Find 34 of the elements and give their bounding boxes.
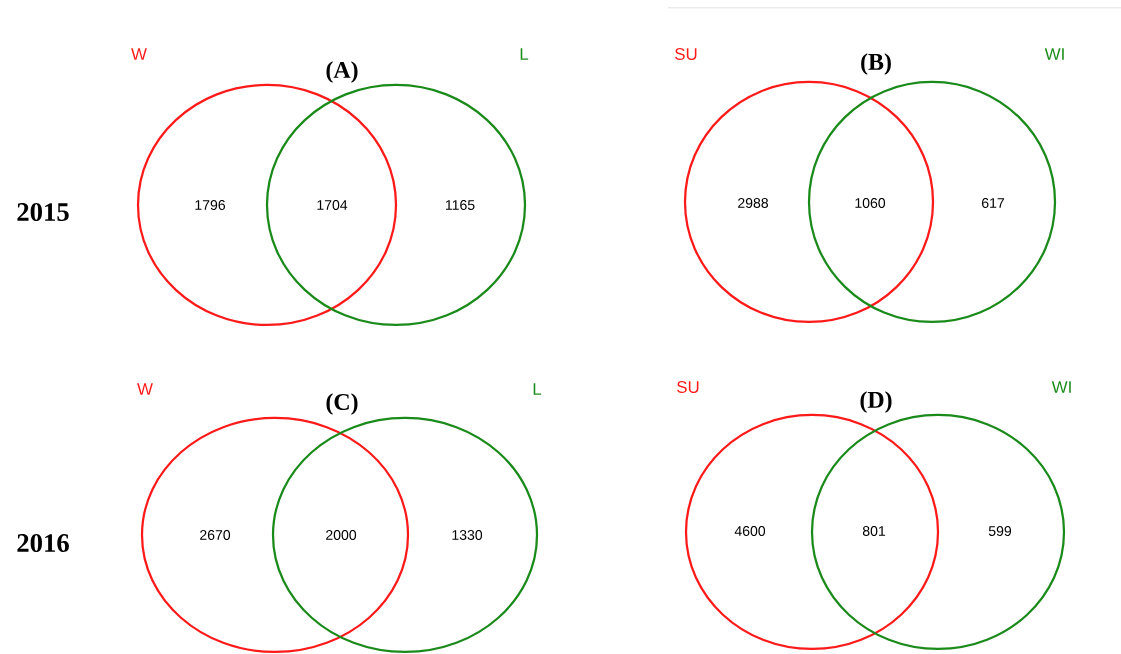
- venn-circle: [140, 416, 410, 654]
- count-number: 4600: [734, 526, 766, 536]
- panel-letter: (C): [326, 393, 358, 415]
- venn-circle: [683, 80, 935, 324]
- venn-circle: [265, 83, 527, 327]
- venn-circle: [807, 80, 1057, 324]
- set-label: W: [131, 48, 147, 60]
- set-label: L: [533, 383, 542, 395]
- set-label: L: [520, 48, 529, 60]
- count-number: 801: [862, 526, 886, 536]
- set-label: W: [137, 383, 153, 395]
- count-number: 599: [988, 526, 1012, 536]
- panel-letter: (D): [860, 391, 892, 413]
- venn-circle: [136, 83, 398, 327]
- year-label: 2015: [17, 203, 69, 221]
- count-number: 1330: [452, 530, 483, 540]
- panel-letter: (B): [861, 53, 891, 75]
- count-number: 617: [982, 198, 1005, 208]
- venn-circle: [271, 416, 539, 654]
- set-label: WI: [1051, 381, 1071, 393]
- set-label: WI: [1044, 48, 1064, 60]
- venn-circle: [810, 413, 1066, 651]
- count-number: 2988: [738, 198, 769, 208]
- count-number: 1796: [195, 200, 226, 210]
- year-label: 2016: [17, 534, 69, 552]
- count-number: 2670: [200, 530, 231, 540]
- set-label: SU: [675, 48, 697, 60]
- venn-circle: [684, 413, 940, 651]
- set-label: SU: [677, 381, 699, 393]
- count-number: 1060: [855, 198, 886, 208]
- panel-letter: (A): [326, 61, 358, 83]
- count-number: 2000: [326, 530, 357, 540]
- count-number: 1704: [317, 200, 348, 210]
- count-number: 1165: [445, 200, 475, 210]
